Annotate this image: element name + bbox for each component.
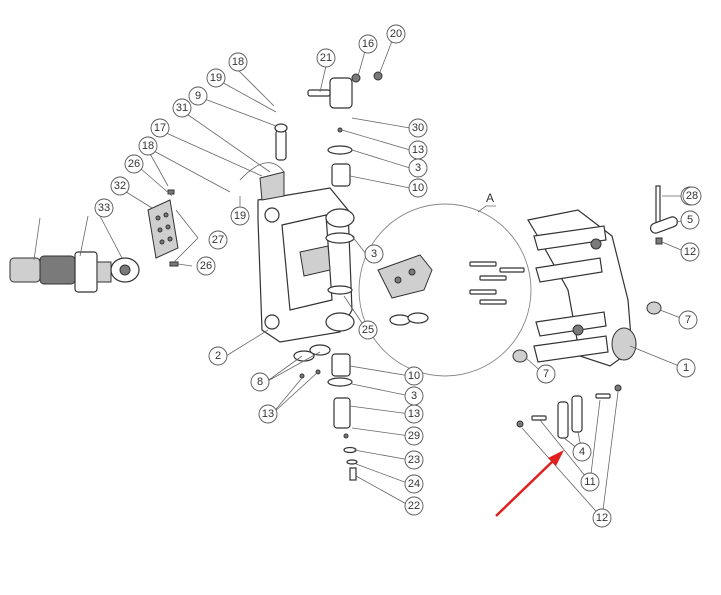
callout-5: 5 — [680, 210, 700, 230]
detail-bolts — [469, 261, 525, 305]
callout-18: 18 — [138, 136, 158, 156]
callout-26: 26 — [124, 154, 144, 174]
callout-23: 23 — [404, 450, 424, 470]
svg-text:20: 20 — [390, 28, 402, 40]
svg-text:4: 4 — [579, 446, 585, 458]
callout-27: 27 — [208, 230, 228, 250]
callout-7: 7 — [678, 310, 698, 330]
callout-19: 19 — [206, 68, 226, 88]
svg-text:23: 23 — [408, 454, 420, 466]
callout-8: 8 — [250, 372, 270, 392]
svg-text:3: 3 — [371, 248, 377, 260]
callout-20: 20 — [386, 24, 406, 44]
callout-17: 17 — [150, 118, 170, 138]
svg-text:12: 12 — [684, 246, 696, 258]
callout-10: 10 — [404, 366, 424, 386]
callout-22: 22 — [404, 496, 424, 516]
svg-text:12: 12 — [596, 512, 608, 524]
callout-1: 1 — [676, 358, 696, 378]
svg-text:26: 26 — [128, 158, 140, 170]
svg-text:33: 33 — [98, 202, 110, 214]
bracket-plate — [147, 189, 179, 267]
callout-9: 9 — [188, 86, 208, 106]
bottom-pin-stack — [327, 285, 358, 481]
callout-3: 3 — [404, 386, 424, 406]
svg-text:13: 13 — [408, 408, 420, 420]
svg-text:18: 18 — [232, 56, 244, 68]
callout-24: 24 — [404, 474, 424, 494]
svg-text:24: 24 — [408, 478, 420, 490]
svg-text:19: 19 — [210, 72, 222, 84]
svg-text:13: 13 — [412, 144, 424, 156]
svg-text:28: 28 — [686, 190, 698, 202]
svg-text:10: 10 — [408, 370, 420, 382]
callout-7: 7 — [536, 364, 556, 384]
eye-pin — [239, 123, 288, 201]
svg-text:5: 5 — [687, 214, 693, 226]
detail-label: A — [486, 191, 494, 205]
callout-32: 32 — [110, 176, 130, 196]
knuckle-assembly — [527, 209, 637, 367]
callout-2: 2 — [208, 346, 228, 366]
svg-text:27: 27 — [212, 234, 224, 246]
svg-text:3: 3 — [411, 390, 417, 402]
top-pin-stack — [307, 71, 383, 244]
callout-25: 25 — [358, 320, 378, 340]
svg-text:18: 18 — [142, 140, 154, 152]
svg-text:17: 17 — [154, 122, 166, 134]
main-frame — [257, 187, 355, 343]
svg-text:30: 30 — [412, 122, 424, 134]
detail-view-a: A — [358, 191, 532, 377]
svg-text:3: 3 — [415, 162, 421, 174]
svg-text:31: 31 — [176, 102, 188, 114]
callout-21: 21 — [316, 48, 336, 68]
actuator-assembly — [9, 251, 140, 293]
svg-text:19: 19 — [234, 210, 246, 222]
svg-text:10: 10 — [412, 182, 424, 194]
svg-text:13: 13 — [262, 408, 274, 420]
callout-26: 26 — [196, 256, 216, 276]
callout-12: 12 — [680, 242, 700, 262]
highlight-arrow — [495, 450, 564, 517]
lower-pins — [516, 384, 622, 439]
callout-33: 33 — [94, 198, 114, 218]
svg-text:9: 9 — [195, 90, 201, 102]
svg-text:22: 22 — [408, 500, 420, 512]
svg-text:16: 16 — [362, 38, 374, 50]
svg-text:11: 11 — [584, 476, 595, 488]
callout-12: 12 — [592, 508, 612, 528]
svg-text:7: 7 — [543, 368, 549, 380]
callout-13: 13 — [408, 140, 428, 160]
callout-31: 31 — [172, 98, 192, 118]
callout-28: 28 — [682, 186, 702, 206]
callouts: 1 2 3 3 3 4 5 7 7 8 9 10 10 11 12 12 13 … — [94, 24, 702, 528]
callout-3: 3 — [364, 244, 384, 264]
svg-text:25: 25 — [362, 324, 374, 336]
svg-text:21: 21 — [320, 52, 332, 64]
callout-10: 10 — [408, 178, 428, 198]
callout-4: 4 — [572, 442, 592, 462]
callout-19: 19 — [230, 206, 250, 226]
bushings — [293, 344, 331, 379]
callout-11: 11 — [580, 472, 600, 492]
callout-13: 13 — [258, 404, 278, 424]
svg-text:7: 7 — [685, 314, 691, 326]
callout-30: 30 — [408, 118, 428, 138]
svg-text:8: 8 — [257, 376, 263, 388]
callout-29: 29 — [404, 426, 424, 446]
callout-16: 16 — [358, 34, 378, 54]
callout-18: 18 — [228, 52, 248, 72]
svg-text:29: 29 — [408, 430, 420, 442]
svg-text:32: 32 — [114, 180, 126, 192]
svg-text:2: 2 — [215, 350, 221, 362]
callout-3: 3 — [408, 158, 428, 178]
callout-13: 13 — [404, 404, 424, 424]
svg-text:26: 26 — [200, 260, 212, 272]
right-small-parts — [512, 185, 679, 363]
svg-text:1: 1 — [683, 362, 689, 374]
